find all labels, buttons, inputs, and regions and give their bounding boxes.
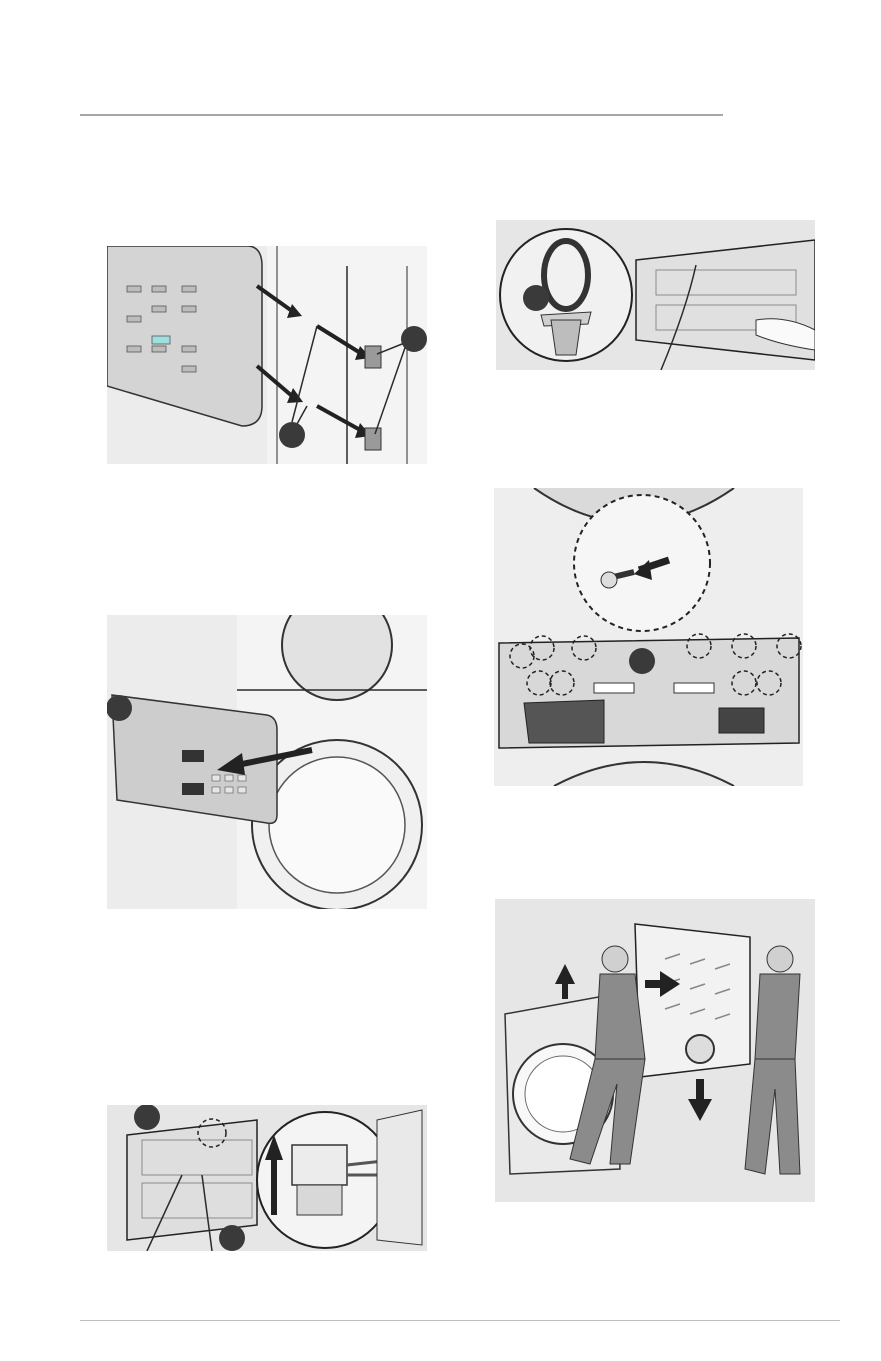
figure-lift-dryer-drawing: [495, 899, 815, 1202]
figure-remove-end-caps: [107, 246, 427, 464]
figure-remove-wire-clip-drawing: [496, 220, 815, 370]
figure-remove-wire-clip: [496, 220, 815, 370]
header-rule: [80, 114, 723, 116]
figure-lift-dryer: [495, 899, 815, 1202]
figure-remove-end-caps-drawing: [107, 246, 427, 464]
figure-disconnect-connector-drawing: [107, 1105, 427, 1251]
figure-pull-panel-drawing: [107, 615, 427, 909]
figure-remove-screws-drawing: [494, 488, 803, 786]
figure-disconnect-connector: [107, 1105, 427, 1251]
figure-remove-screws: [494, 488, 803, 786]
footer-rule: [80, 1320, 840, 1321]
figure-pull-panel: [107, 615, 427, 909]
